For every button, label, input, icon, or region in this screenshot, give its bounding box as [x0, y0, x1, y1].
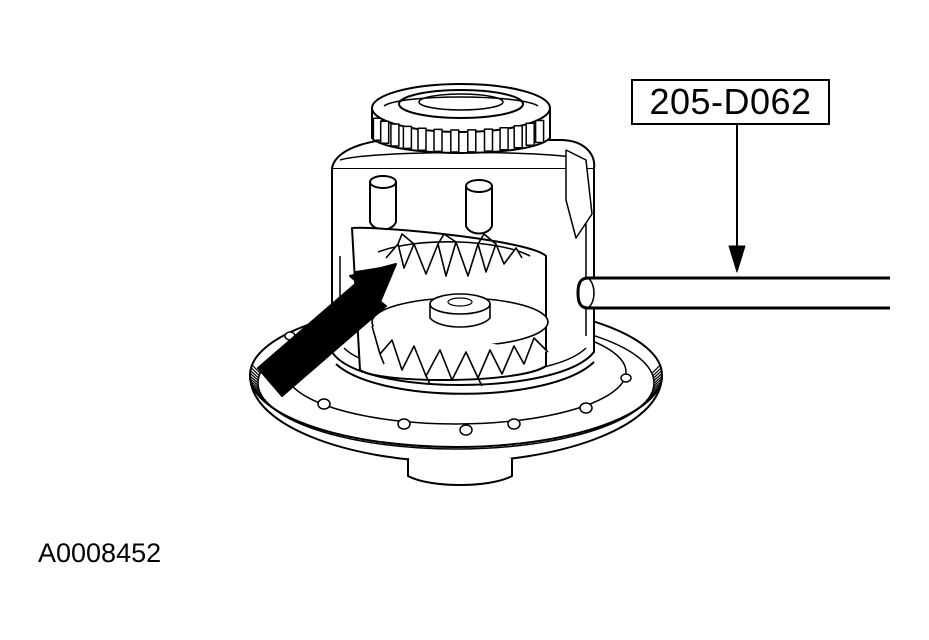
- tool-number-label: 205-D062: [649, 81, 812, 122]
- flange-bolt-holes: [284, 331, 632, 436]
- callout-leader: [728, 125, 746, 273]
- top-bearing: [371, 83, 551, 154]
- upper-side-gear: [377, 233, 531, 277]
- tool-callout-box: 205-D062: [631, 79, 830, 125]
- indicator-arrow: [257, 263, 397, 397]
- lower-hub: [407, 458, 513, 486]
- figure-id-label: A0008452: [38, 538, 162, 568]
- lower-side-gear: [371, 293, 549, 387]
- special-tool-bar: [576, 276, 890, 310]
- pin-bosses: [369, 175, 493, 235]
